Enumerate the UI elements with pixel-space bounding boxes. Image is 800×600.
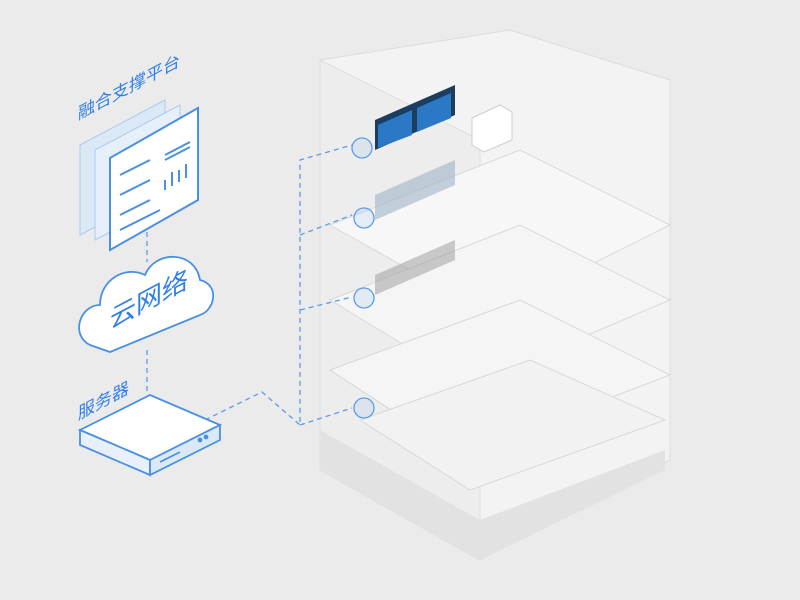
network-connectors [146,144,353,427]
floor-slab-4 [358,359,667,491]
node-icon [351,137,373,159]
node-icon [353,207,375,229]
display-screens [375,85,513,295]
building [319,29,672,561]
node-icon [353,397,375,419]
platform-dashboard-icon [79,99,199,252]
server-icon [77,394,223,477]
cloud-icon [78,255,215,353]
node-icon [353,287,375,309]
device-nodes [351,137,375,419]
